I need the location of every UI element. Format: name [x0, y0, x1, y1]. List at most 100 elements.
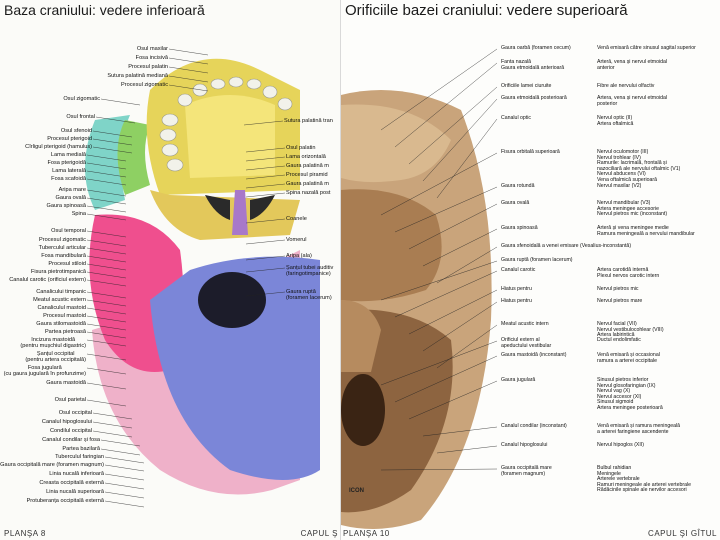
leader-line [100, 98, 141, 106]
occipital-bone [150, 256, 320, 480]
leader-line [86, 315, 127, 323]
foramen-label: Canalul carotic [501, 267, 536, 273]
label-gaura-ovala: Gaura ovală [55, 195, 86, 201]
leader-line [86, 197, 127, 205]
foramen-contents: Nervul pietros mic [597, 286, 639, 292]
leader-line [436, 445, 498, 454]
leader-line [86, 271, 127, 279]
leader-line [245, 183, 286, 189]
leader-line [168, 66, 209, 74]
label-gaura-spinoasa: Gaura spinoasă [46, 203, 87, 209]
leader-line [86, 178, 127, 186]
leader-line [245, 192, 286, 198]
leader-line [422, 301, 498, 352]
label-sutura-palatina-mediana: Sutura palatină mediană [107, 73, 168, 79]
leader-line [86, 205, 127, 213]
foramen-contents: Nervul facial (VII) Nervul vestibulocohl… [597, 321, 664, 339]
leader-line [104, 500, 145, 508]
label-vomerul: Vomerul [286, 237, 307, 243]
label-gaura-occipitala-mare: Gaura occipitală mare (foramen magnum) [0, 462, 104, 468]
leader-line [92, 421, 133, 429]
label-protuberanta-occipitala-externa: Protuberanța occipitală externă [26, 498, 104, 504]
leader-line [92, 146, 133, 154]
label-santul-occipital: Șanțul occipital (pentru artera occipita… [25, 351, 86, 363]
skull-base-superior-illustration [341, 48, 498, 529]
foramen-label: Gaura rotundă [501, 183, 535, 189]
leader-line [86, 299, 127, 307]
zygomatic-bone [117, 120, 150, 195]
label-osul-zigomatic: Osul zigomatic [63, 96, 100, 102]
label-osul-temporal: Osul temporal [51, 228, 86, 234]
label-fosa-pterigoida: Fosa pterigoidă [47, 160, 86, 166]
leader-line [168, 84, 209, 92]
label-meatul-acustic-extern: Meatul acustic extern [33, 297, 86, 303]
foramen-label: Gaura occipitală mare (foramen magnum) [501, 465, 552, 477]
foramen-label: Gaura mastoidă (inconstant) [501, 352, 567, 358]
frontal-bone [85, 115, 130, 210]
foramen-contents: Bulbul rahidian Meningele Arterele verte… [597, 465, 691, 494]
label-gaura-palatina-mica: Gaura palatină m [286, 181, 329, 187]
label-osul-parietal: Osul parietal [54, 397, 86, 403]
leader-line [245, 156, 286, 162]
leader-line [86, 331, 127, 339]
label-procesul-pterigoid: Procesul pterigoid [47, 136, 92, 142]
leader-line [408, 86, 498, 165]
label-linia-nucala-superioara: Linia nucală superioară [46, 489, 104, 495]
leader-line [86, 353, 127, 361]
leader-line [86, 339, 127, 347]
leader-line [92, 138, 133, 146]
label-spina-nazala-posterioara: Spina nazală post [286, 190, 331, 196]
leader-line [245, 291, 286, 297]
label-canalul-hipoglosului: Canalul hipoglosului [41, 419, 92, 425]
label-canaliculul-timpanic: Canalicului timpanic [36, 289, 86, 295]
leader-line [422, 426, 498, 437]
label-santul-tubei-auditive: Șanțul tubei auditiv (faringotimpanice) [286, 265, 334, 277]
leader-line [422, 228, 498, 267]
foramen-label: Orificiul extern al apeductului vestibul… [501, 337, 552, 349]
leader-line [245, 255, 286, 261]
label-gaura-stilomastoida: Gaura stilomastoidă [36, 321, 86, 327]
leader-line [436, 118, 498, 199]
leader-line [394, 62, 498, 148]
left-page: Baza craniului: vedere inferioară [0, 0, 340, 540]
foramen-contents: Fibre ale nervului olfactiv [597, 83, 655, 89]
foramen-label: Gaura ovală [501, 200, 530, 206]
left-footer-section: CAPUL Ş [300, 529, 338, 538]
leader-line [380, 340, 498, 386]
left-leader-lines [86, 48, 209, 508]
leader-line [86, 399, 127, 407]
foramen-label: Fisura orbitală superioară [501, 149, 560, 155]
left-page-title: Baza craniului: vedere inferioară [4, 2, 205, 18]
foramen-contents: Nervul pietros mare [597, 298, 643, 304]
leader-line [408, 203, 498, 250]
clivus [341, 300, 381, 372]
foramen-contents: Sinusul pietros inferior Nervul glosofar… [597, 377, 663, 411]
left-plate-number: PLANŞA 8 [4, 529, 46, 538]
foramen-contents: Venă emisară către sinusul sagital super… [597, 45, 696, 51]
leader-line [86, 263, 127, 271]
foramen-label: Hiatus pentru [501, 298, 532, 304]
leader-line [86, 239, 127, 247]
foramen-contents: Venă emisară și occasional ramura a arte… [597, 352, 660, 364]
leader-line [86, 307, 127, 315]
label-procesul-zigomatic: Procesul zigomatic [121, 82, 168, 88]
label-gaura-palatina-mare: Gaura palatină m [286, 163, 329, 169]
leader-line [104, 456, 145, 464]
label-lama-orizontala: Lama orizontală [286, 154, 326, 160]
label-partea-pietroasa: Partea pietroasă [44, 329, 86, 335]
foramen-contents: Artera, vena și nervul etmoidal posterio… [597, 95, 668, 107]
leader-line [86, 291, 127, 299]
leader-line [86, 154, 127, 162]
leader-line [86, 213, 127, 221]
publisher-logo: ICON [349, 488, 364, 494]
label-procesul-stiloid: Procesul stiloid [48, 261, 86, 267]
label-gaura-rupta: Gaura ruptă (foramen lacerum) [286, 289, 332, 301]
leader-line [86, 367, 127, 375]
leader-line [104, 473, 145, 481]
leader-line [245, 165, 286, 171]
foramen-label: Gaura jugulară [501, 377, 536, 383]
leader-line [86, 279, 127, 287]
label-lama-mediala: Lama medială [50, 152, 86, 158]
foramen-label: Hiatus pentru [501, 286, 532, 292]
label-procesul-palatin: Procesul palatin [128, 64, 168, 70]
